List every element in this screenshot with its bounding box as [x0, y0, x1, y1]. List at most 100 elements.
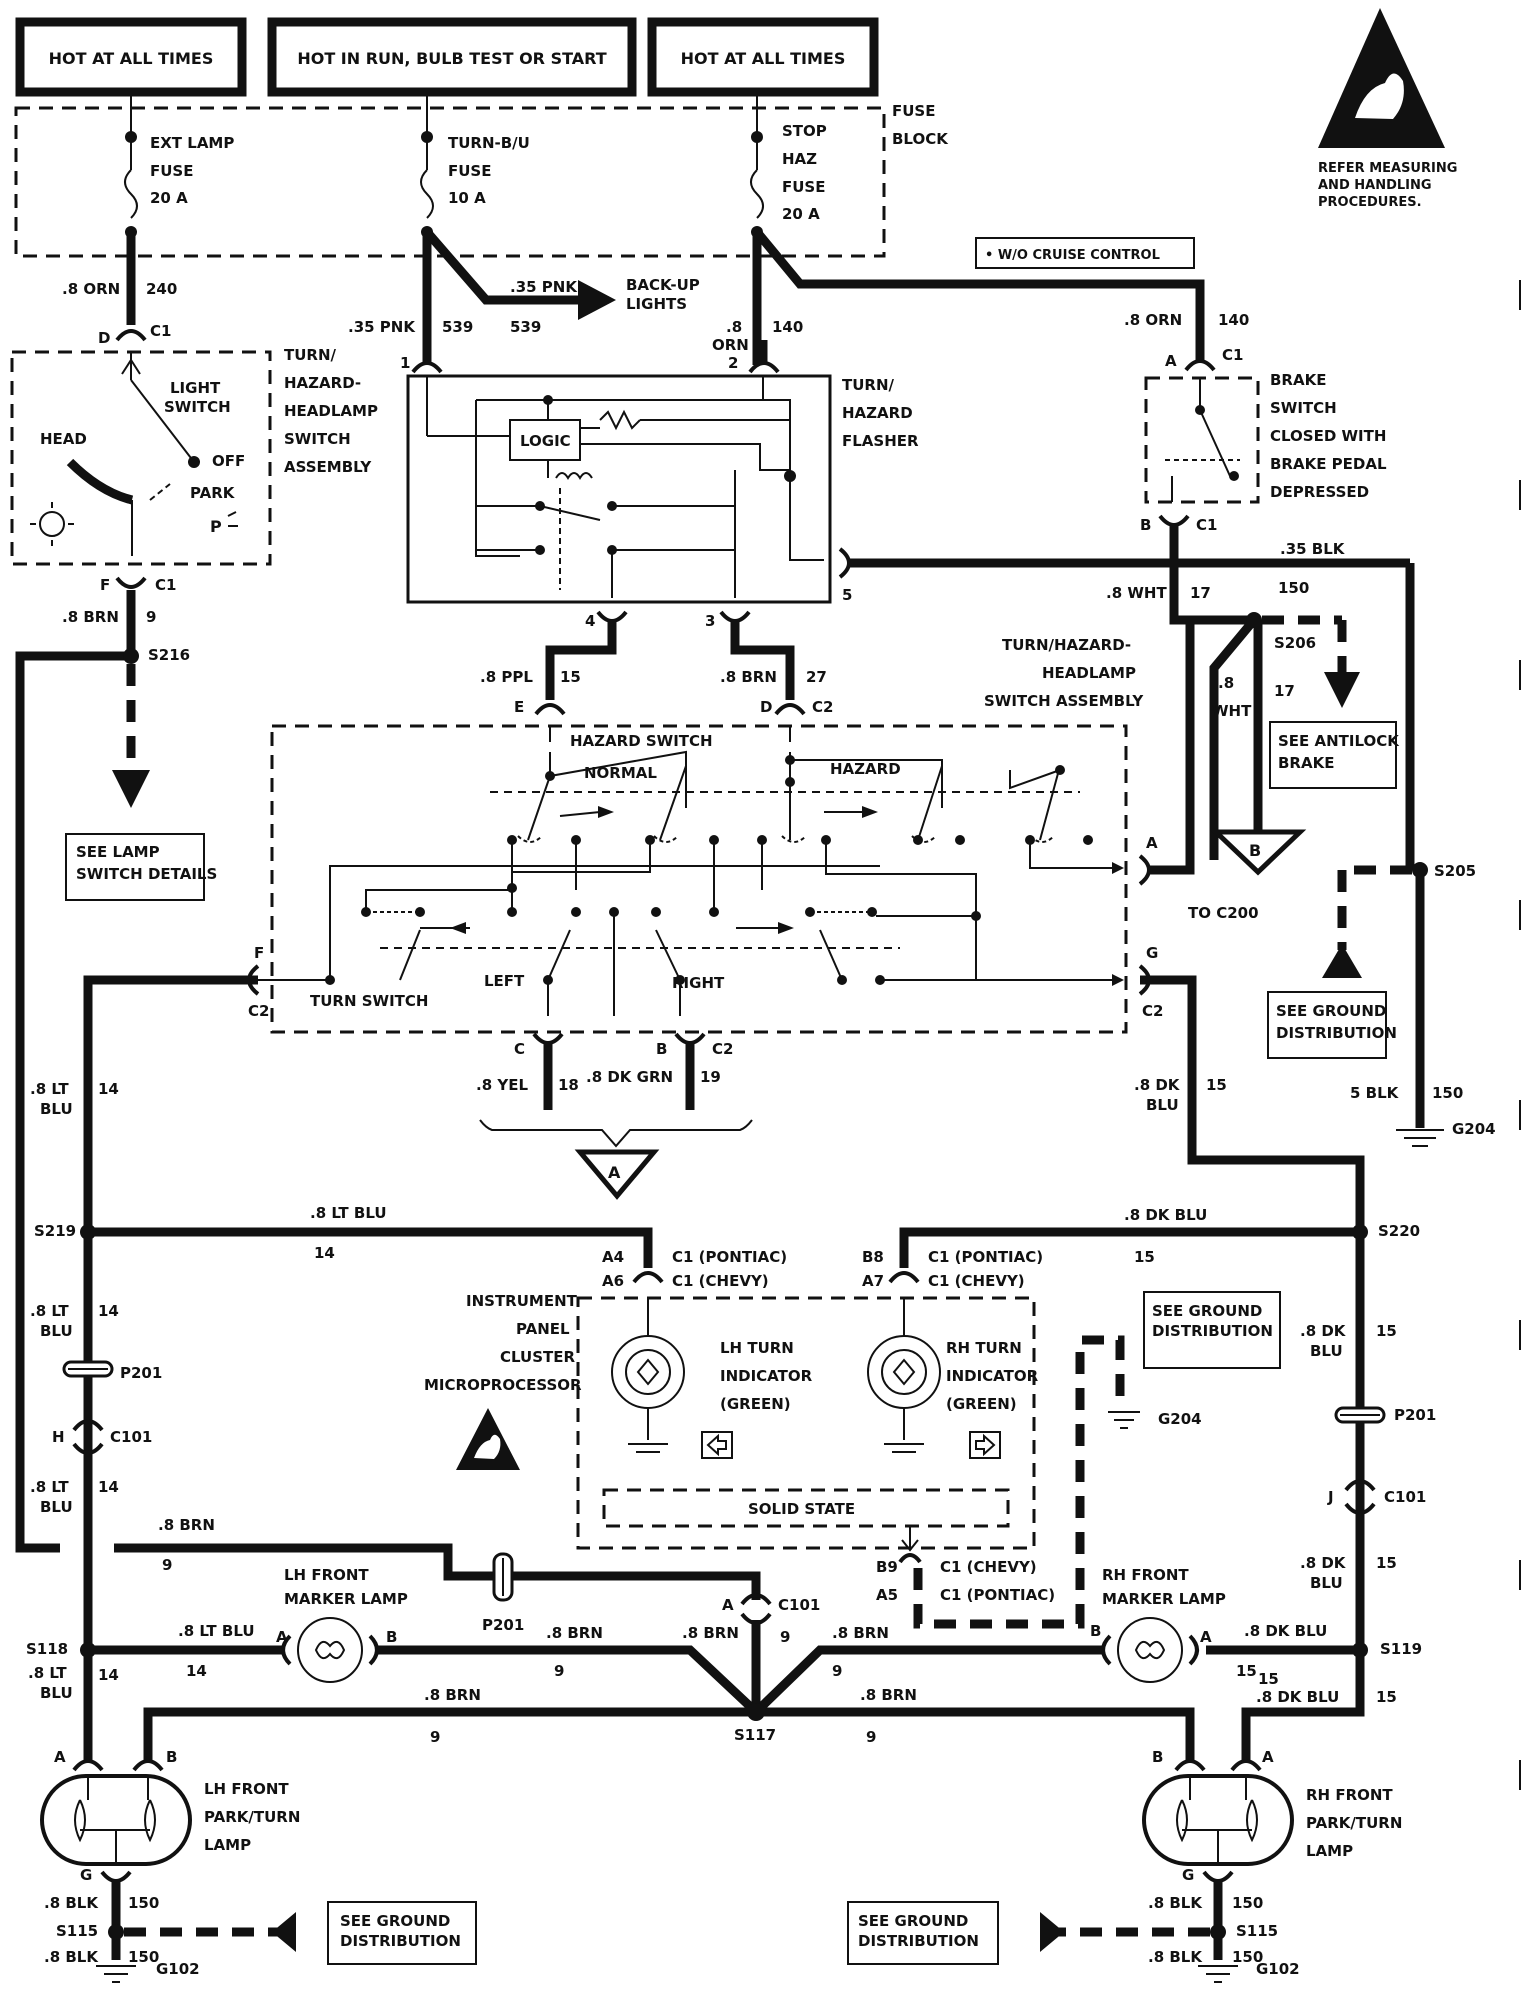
splice-s118-label: S118	[26, 1640, 68, 1658]
fuse-stop-haz-rating: 20 A	[782, 205, 820, 223]
header-box-3: HOT AT ALL TIMES	[647, 17, 879, 97]
light-switch-title-3: HEADLAMP	[284, 402, 378, 420]
see-ground-box-3	[327, 1901, 477, 1965]
rh-turn-1: RH TURN	[946, 1339, 1022, 1357]
wire-ltblu14-circuit: 14	[98, 1080, 119, 1098]
header-box-1-text: HOT AT ALL TIMES	[49, 49, 214, 68]
hazard-conn-f-label: F	[254, 944, 264, 962]
connector-p201-right	[1334, 1406, 1386, 1424]
wire-s119-dkblu-color: .8 DK BLU	[1244, 1622, 1327, 1640]
see-ground-2-b: DISTRIBUTION	[1152, 1322, 1273, 1340]
wire-s118-down-color: BLU	[40, 1684, 73, 1702]
turn-switch-label: TURN SWITCH	[310, 992, 428, 1010]
wire-wht17-s206-size: .8	[1218, 674, 1234, 692]
hazard-conn-f-c2: C2	[248, 1002, 269, 1020]
group-brace	[479, 1119, 753, 1148]
brake-conn-c1-label: C1	[1222, 346, 1243, 364]
ground-g204-center-label: G204	[1158, 1410, 1202, 1428]
splice-s216-label: S216	[148, 646, 190, 664]
ref-a-triangle	[574, 1149, 660, 1200]
backup-label-1: BACK-UP	[626, 276, 700, 294]
lh-park-pin-b	[132, 1759, 164, 1772]
splice-s119-label: S119	[1380, 1640, 1422, 1658]
rh-turn-indicator-icon	[867, 1298, 941, 1453]
wire-rh-blk-circuit-2: 150	[1232, 1948, 1263, 1966]
flasher-pin-2-label: 2	[728, 354, 738, 372]
hazard-conn-a-label: A	[1146, 834, 1158, 852]
hazard-conn-c	[532, 1032, 564, 1045]
hazard-conn-e	[534, 703, 566, 716]
wire-s118-down-circuit: 14	[98, 1666, 119, 1684]
wire-ltblu-h-color: .8 LT BLU	[310, 1204, 387, 1222]
flasher-pin-4	[596, 610, 628, 623]
hazard-normal-label: NORMAL	[584, 764, 657, 782]
lh-turn-3: (GREEN)	[720, 1395, 791, 1413]
wire-bot-brn-right-circuit: 9	[866, 1728, 876, 1746]
wire-dkblu-h-circuit: 15	[1134, 1248, 1155, 1266]
connector-c101-right-pin: J	[1327, 1488, 1334, 1506]
wire-orn140-color: ORN	[712, 336, 749, 354]
cluster-conn-a4: A4	[602, 1248, 624, 1266]
ground-g102-left-label: G102	[156, 1960, 200, 1978]
fuse-stop-haz-name-2: HAZ	[782, 150, 817, 168]
wire-ltblu14-size-3: .8 LT	[30, 1478, 69, 1496]
rh-park-pin-a	[1230, 1759, 1262, 1772]
wire-dkblu15-circuit-3: 15	[1376, 1554, 1397, 1572]
wire-brn27-color: .8 BRN	[720, 668, 777, 686]
lh-turn-2: INDICATOR	[720, 1367, 813, 1385]
splice-s117-label: S117	[734, 1726, 776, 1744]
splice-s219-label: S219	[34, 1222, 76, 1240]
hazard-switch-mechanism	[250, 726, 1124, 1016]
splice-s115-right	[1210, 1924, 1226, 1940]
wire-bot-brn-left-circuit: 9	[430, 1728, 440, 1746]
brake-conn-b-label: B	[1140, 516, 1151, 534]
wire-s119-dkblu-circuit: 15	[1236, 1662, 1257, 1680]
rh-park-pin-b-label: B	[1152, 1748, 1163, 1766]
connector-c101-left-label: C101	[110, 1428, 152, 1446]
wire-ltblu14-size-2: .8 LT	[30, 1302, 69, 1320]
wire-blk150-color: .35 BLK	[1280, 540, 1346, 558]
rh-turn-3: (GREEN)	[946, 1395, 1017, 1413]
splice-s115-left-label: S115	[56, 1922, 98, 1940]
solid-state-box	[602, 1488, 1010, 1528]
turn-left-label: LEFT	[484, 972, 525, 990]
light-switch-label-2: SWITCH	[164, 398, 231, 416]
lh-park-turn-lamp-icon	[40, 1774, 192, 1866]
right-arrow-icon	[969, 1431, 1001, 1459]
flasher-internal-circuit	[426, 376, 824, 598]
flasher-pin-5-label: 5	[842, 586, 852, 604]
wire-dkgrn19-circuit: 19	[700, 1068, 721, 1086]
hazard-conn-e-label: E	[514, 698, 524, 716]
cruise-note: • W/O CRUISE CONTROL	[985, 248, 1160, 263]
see-ground-box-1	[1267, 991, 1387, 1059]
fuse-stop-haz-type: FUSE	[782, 178, 825, 196]
light-switch-off: OFF	[212, 452, 245, 470]
cluster-outline	[576, 1296, 1036, 1550]
splice-s115-right-label: S115	[1236, 1922, 1278, 1940]
hazard-switch-label: HAZARD SWITCH	[570, 732, 713, 750]
fuse-ext-lamp-type: FUSE	[150, 162, 193, 180]
header-box-2-text: HOT IN RUN, BULB TEST OR START	[297, 49, 606, 68]
cluster-esd-icon	[456, 1408, 520, 1470]
wire-dkblu15-size-3: .8 DK	[1300, 1554, 1347, 1572]
wire-rh-blk-color: .8 BLK	[1148, 1894, 1203, 1912]
see-antilock-1: SEE ANTILOCK	[1278, 732, 1400, 750]
ground-g204-right-label: G204	[1452, 1120, 1496, 1138]
cluster-conn-b8: B8	[862, 1248, 884, 1266]
rh-park-pin-g-label: G	[1182, 1866, 1194, 1884]
conn-c1-label: C1	[150, 322, 171, 340]
light-switch	[66, 352, 200, 556]
wire-orn240-circuit: 240	[146, 280, 177, 298]
light-switch-head: HEAD	[40, 430, 87, 448]
conn-c1-label-2: C1	[155, 576, 176, 594]
conn-f-label: F	[100, 576, 110, 594]
wire-brn9-center-circuit: 9	[780, 1628, 790, 1646]
wire-rhm-brn-circuit: 9	[832, 1662, 842, 1680]
splice-s206-label: S206	[1274, 634, 1316, 652]
backup-circuit: 539	[510, 318, 541, 336]
see-ground-3-a: SEE GROUND	[340, 1912, 450, 1930]
wire-orn140-size: .8	[726, 318, 742, 336]
cluster-conn-rh	[888, 1271, 920, 1284]
rh-park-title-2: PARK/TURN	[1306, 1814, 1402, 1832]
